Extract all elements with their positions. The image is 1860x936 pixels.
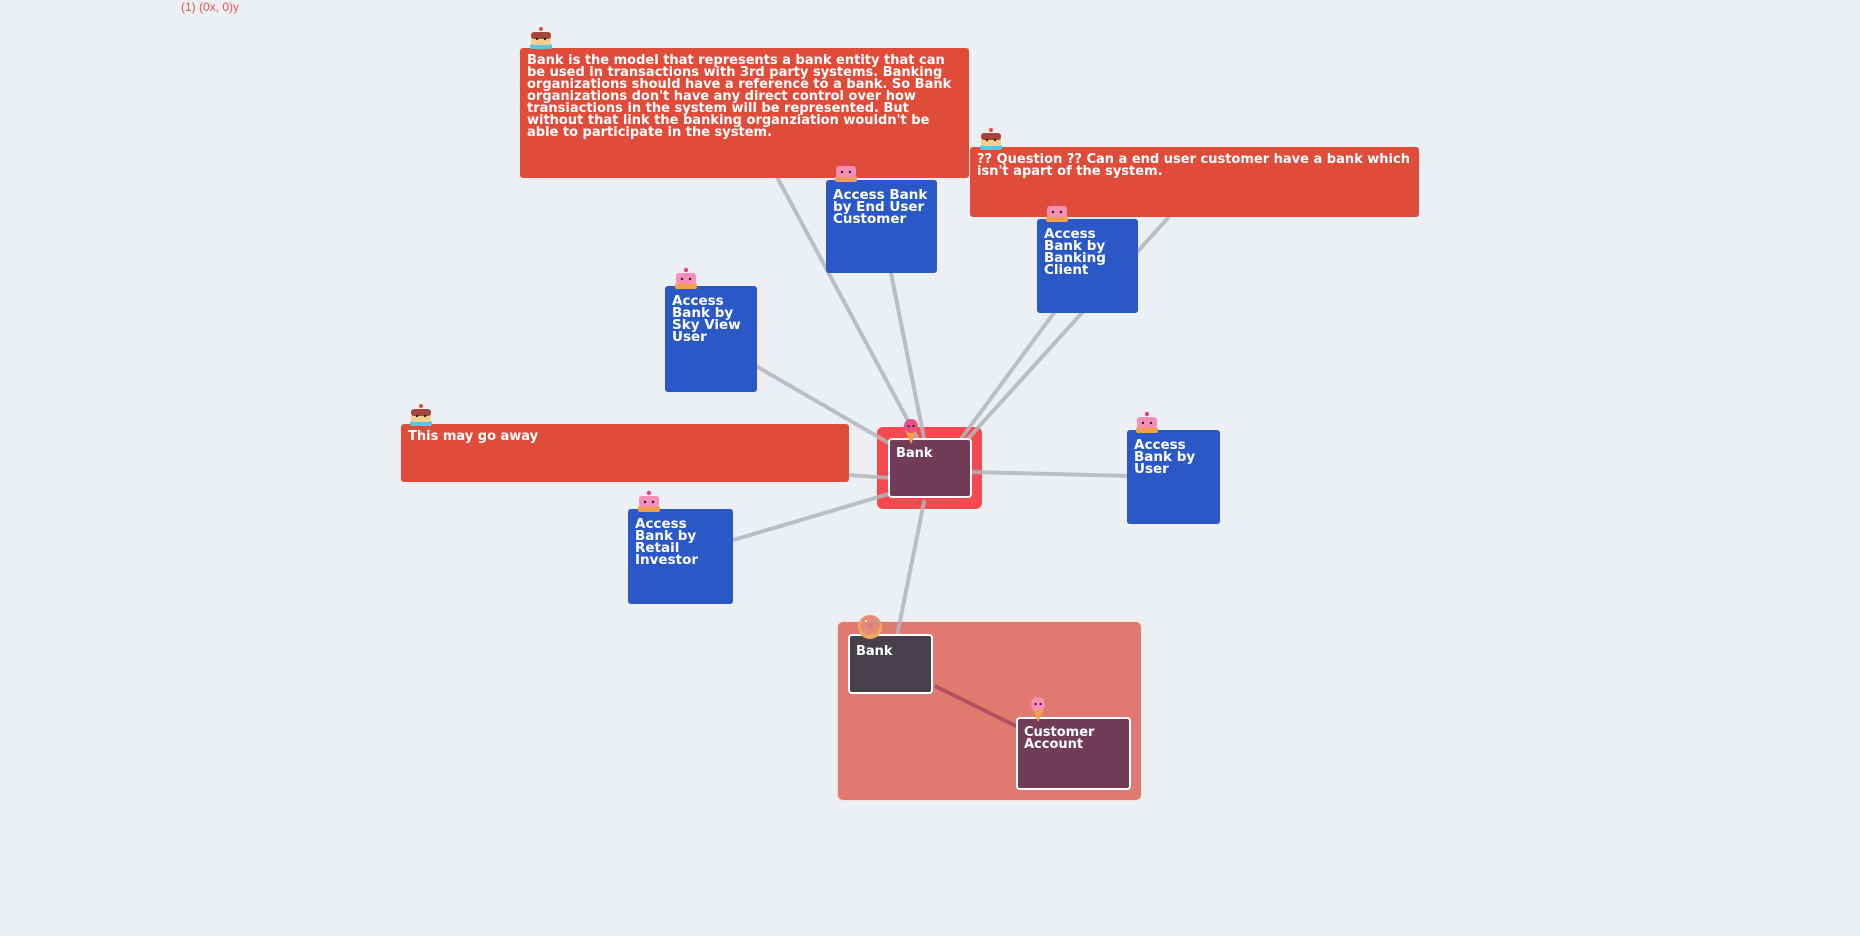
chocolate-cake-icon: [530, 27, 552, 49]
use-case-retail-investor[interactable]: Access Bank by Retail Investor: [628, 509, 733, 604]
model-bank-label: Bank: [896, 446, 933, 461]
pink-cake-icon: [1046, 200, 1068, 222]
ice-cream-icon: [1031, 697, 1045, 722]
pink-cake-icon: [835, 160, 857, 182]
note-question[interactable]: ?? Question ?? Can a end user customer h…: [970, 147, 1419, 217]
pink-cake-icon: [1136, 411, 1158, 433]
edge-sky-view[interactable]: [754, 364, 894, 447]
donut-icon: [858, 615, 882, 639]
edge-retail[interactable]: [728, 491, 894, 543]
chocolate-cake-icon: [980, 128, 1002, 150]
edge-go-away[interactable]: [846, 473, 894, 480]
use-case-end-user-customer-label: Access Bank by End User Customer: [833, 187, 928, 227]
pink-cake-icon: [638, 490, 660, 512]
model-bank[interactable]: Bank: [888, 438, 972, 498]
model-bank-grouped[interactable]: Bank: [848, 634, 933, 694]
model-bank-grouped-label: Bank: [856, 644, 893, 659]
coordinate-readout: (1) (0x, 0)y: [181, 0, 240, 14]
edge-bank-group[interactable]: [895, 500, 926, 638]
note-bank-description[interactable]: Bank is the model that represents a bank…: [520, 48, 969, 178]
note-question-text: ?? Question ?? Can a end user customer h…: [977, 152, 1410, 179]
edge-banking-client[interactable]: [956, 308, 1058, 445]
note-may-go-away-text: This may go away: [408, 429, 539, 444]
use-case-sky-view-user-label: Access Bank by Sky View User: [672, 293, 741, 345]
use-case-user[interactable]: Access Bank by User: [1127, 430, 1220, 524]
model-customer-account-label: Customer Account: [1024, 725, 1095, 752]
edge-bank-customer[interactable]: [934, 684, 1021, 730]
use-case-sky-view-user[interactable]: Access Bank by Sky View User: [665, 286, 757, 392]
pink-cake-icon: [675, 267, 697, 289]
use-case-retail-investor-label: Access Bank by Retail Investor: [635, 516, 699, 568]
note-may-go-away[interactable]: This may go away: [401, 424, 849, 482]
use-case-user-label: Access Bank by User: [1134, 437, 1196, 477]
model-customer-account[interactable]: Customer Account: [1016, 717, 1131, 790]
note-bank-description-text: Bank is the model that represents a bank…: [527, 53, 952, 140]
use-case-banking-client[interactable]: Access Bank by Banking Client: [1037, 219, 1138, 313]
edge-user[interactable]: [968, 470, 1135, 478]
use-case-end-user-customer[interactable]: Access Bank by End User Customer: [826, 180, 937, 273]
edge-note-bank[interactable]: [775, 175, 922, 445]
ice-cream-icon: [904, 419, 918, 444]
chocolate-cake-icon: [410, 404, 432, 426]
edge-end-user[interactable]: [889, 271, 927, 445]
use-case-banking-client-label: Access Bank by Banking Client: [1044, 226, 1106, 278]
